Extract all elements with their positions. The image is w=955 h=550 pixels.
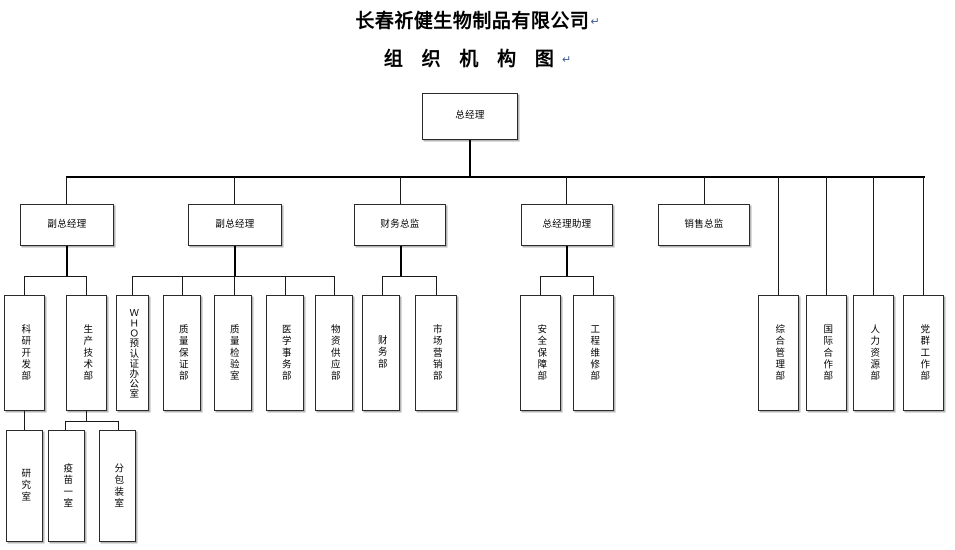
connector-finance-director-bus: [382, 276, 437, 277]
node-label: 财务总监: [380, 218, 420, 230]
chart-subtitle-text: 组 织 机 构 图: [383, 49, 561, 70]
node-general-admin-dept[interactable]: 综合管理部: [758, 295, 799, 411]
node-label: 总经理: [455, 110, 485, 122]
node-engineering-maint-dept[interactable]: 工程维修部: [573, 295, 614, 411]
connector-gm-assistant-to-engineering: [593, 276, 594, 295]
node-label: 财务部: [375, 335, 387, 371]
node-label: 综合管理部: [773, 323, 785, 383]
node-label: 党群工作部: [918, 323, 930, 383]
connector-gm-trunk: [469, 140, 471, 177]
paragraph-mark-icon: ↵: [561, 54, 572, 66]
node-label: 医学事务部: [279, 323, 291, 383]
node-research-lab[interactable]: 研究室: [6, 430, 43, 542]
node-general-manager[interactable]: 总经理: [422, 93, 518, 140]
connector-production-to-packaging-lab: [118, 421, 119, 431]
connector-gm-assistant-stem: [566, 246, 568, 277]
node-sales-director[interactable]: 销售总监: [658, 204, 750, 246]
node-label: 副总经理: [47, 218, 87, 230]
node-qa-dept[interactable]: 质量保证部: [163, 295, 201, 411]
connector-deputy1-stem: [66, 246, 68, 277]
node-who-office[interactable]: ＷＨＯ预认证办公室: [116, 295, 149, 411]
connector-rd-to-research-lab: [24, 411, 25, 431]
connector-finance-director-to-finance-dept: [382, 276, 383, 295]
node-finance-dept[interactable]: 财务部: [362, 295, 400, 411]
node-label: 研究室: [19, 468, 31, 504]
connector-bus-to-hr: [873, 177, 874, 295]
paragraph-mark-icon: ↵: [590, 16, 600, 28]
connector-deputy2-stem: [234, 246, 236, 277]
node-label: 质量检验室: [227, 323, 239, 383]
connector-gm-assistant-bus: [540, 276, 594, 277]
node-label: 副总经理: [215, 218, 255, 230]
node-label: 国际合作部: [821, 323, 833, 383]
node-label: 科研开发部: [19, 323, 31, 383]
connector-bus-to-deputy-2: [234, 177, 235, 205]
connector-production-bus: [65, 421, 119, 422]
node-label: 质量保证部: [176, 323, 188, 383]
node-marketing-dept[interactable]: 市场营销部: [415, 295, 457, 411]
chart-subtitle: 组 织 机 构 图↵: [0, 44, 955, 71]
node-deputy-general-manager-2[interactable]: 副总经理: [188, 204, 282, 246]
node-rd-dept[interactable]: 科研开发部: [4, 295, 45, 411]
node-vaccine-lab-1[interactable]: 疫苗一室: [48, 430, 85, 542]
node-intl-cooperation-dept[interactable]: 国际合作部: [806, 295, 847, 411]
connector-deputy2-to-medical-affairs: [285, 276, 286, 295]
connector-bus-to-sales-director: [704, 177, 705, 205]
node-label: 总经理助理: [542, 218, 592, 230]
connector-deputy1-bus: [24, 276, 86, 277]
node-safety-dept[interactable]: 安全保障部: [520, 295, 561, 411]
node-hr-dept[interactable]: 人力资源部: [853, 295, 894, 411]
node-label: 生产技术部: [81, 323, 93, 383]
node-gm-assistant[interactable]: 总经理助理: [521, 204, 613, 246]
company-title: 长春祈健生物制品有限公司↵: [0, 6, 955, 33]
connector-bus-to-general-admin: [778, 177, 779, 295]
node-materials-supply-dept[interactable]: 物资供应部: [315, 295, 353, 411]
connector-production-to-vaccine-lab: [65, 421, 66, 431]
connector-bus-to-gm-assistant: [566, 177, 567, 205]
node-label: 工程维修部: [588, 323, 600, 383]
connector-main-bus: [66, 176, 925, 178]
node-label: 安全保障部: [535, 323, 547, 383]
connector-deputy2-to-materials-supply: [334, 276, 335, 295]
connector-deputy1-to-production: [86, 276, 87, 295]
connector-deputy2-bus: [132, 276, 335, 277]
connector-deputy2-to-qc: [234, 276, 235, 295]
node-label: 市场营销部: [430, 323, 442, 383]
connector-bus-to-finance-director: [400, 177, 401, 205]
connector-deputy2-to-who-office: [132, 276, 133, 295]
node-label: 分包装室: [112, 462, 124, 510]
node-packaging-lab[interactable]: 分包装室: [99, 430, 136, 542]
connector-production-stem: [86, 411, 87, 422]
node-label: 疫苗一室: [61, 462, 73, 510]
connector-finance-director-to-marketing: [436, 276, 437, 295]
node-production-tech-dept[interactable]: 生产技术部: [66, 295, 107, 411]
connector-finance-director-stem: [400, 246, 402, 277]
node-label: 人力资源部: [868, 323, 880, 383]
node-label: 销售总监: [684, 218, 724, 230]
node-label: 物资供应部: [328, 323, 340, 383]
connector-bus-to-party-work: [923, 177, 924, 295]
node-medical-affairs-dept[interactable]: 医学事务部: [266, 295, 304, 411]
node-qc-lab[interactable]: 质量检验室: [214, 295, 252, 411]
connector-bus-to-intl-cooperation: [826, 177, 827, 295]
connector-deputy2-to-qa: [182, 276, 183, 295]
node-deputy-general-manager-1[interactable]: 副总经理: [20, 204, 114, 246]
node-finance-director[interactable]: 财务总监: [354, 204, 446, 246]
node-label: ＷＨＯ预认证办公室: [127, 307, 139, 399]
node-party-work-dept[interactable]: 党群工作部: [903, 295, 944, 411]
connector-gm-assistant-to-safety: [540, 276, 541, 295]
connector-bus-to-deputy-1: [66, 177, 67, 205]
connector-deputy1-to-rd: [24, 276, 25, 295]
company-title-text: 长春祈健生物制品有限公司: [355, 11, 590, 32]
